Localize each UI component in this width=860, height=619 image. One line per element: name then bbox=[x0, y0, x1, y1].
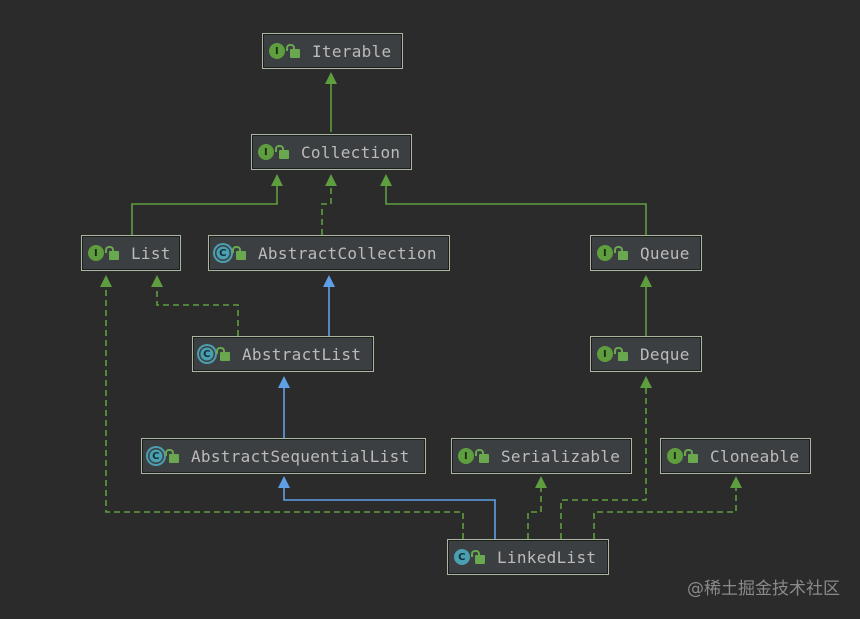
arrowhead-serializable bbox=[535, 476, 547, 488]
node-deque[interactable]: I Deque bbox=[590, 336, 702, 372]
arrowhead-list-a bbox=[100, 275, 112, 287]
watermark: @稀土掘金技术社区 bbox=[687, 579, 840, 599]
node-abstract-sequential-list[interactable]: C AbstractSequentialList bbox=[141, 438, 426, 474]
node-label: Deque bbox=[640, 344, 690, 364]
arrowhead-collection-right bbox=[380, 174, 392, 186]
arrowhead-deque bbox=[640, 376, 652, 388]
interface-icon: I bbox=[269, 43, 285, 59]
arrowhead-abstractlist bbox=[278, 376, 290, 388]
edge-abstractcollection-collection bbox=[321, 186, 332, 235]
node-abstract-collection[interactable]: C AbstractCollection bbox=[208, 235, 450, 271]
node-list[interactable]: I List bbox=[81, 235, 181, 271]
lock-icon bbox=[614, 346, 628, 361]
arrowhead-asl bbox=[278, 476, 290, 488]
interface-icon: I bbox=[258, 144, 274, 160]
interface-icon: I bbox=[88, 245, 104, 261]
arrowhead-cloneable bbox=[730, 476, 742, 488]
interface-icon: I bbox=[667, 448, 683, 464]
edge-abstractlist-list bbox=[156, 287, 239, 336]
arrowhead-abstractcollection bbox=[323, 275, 335, 287]
abstract-class-icon: C bbox=[215, 245, 231, 261]
edge-linkedlist-deque bbox=[560, 388, 647, 539]
class-icon: C bbox=[454, 549, 470, 565]
arrowhead-list-b bbox=[151, 275, 163, 287]
lock-icon bbox=[475, 448, 489, 463]
lock-icon bbox=[286, 43, 300, 58]
node-label: Serializable bbox=[501, 446, 621, 466]
interface-icon: I bbox=[597, 346, 613, 362]
lock-icon bbox=[165, 448, 179, 463]
node-queue[interactable]: I Queue bbox=[590, 235, 702, 271]
edge-linkedlist-list bbox=[105, 287, 464, 539]
abstract-class-icon: C bbox=[148, 448, 164, 464]
node-linked-list[interactable]: C LinkedList bbox=[447, 539, 609, 575]
lock-icon bbox=[216, 346, 230, 361]
arrowhead-collection-left bbox=[271, 174, 283, 186]
edge-linkedlist-serializable bbox=[527, 488, 542, 539]
arrowhead-queue bbox=[640, 275, 652, 287]
edge-list-collection bbox=[131, 186, 278, 235]
node-label: List bbox=[131, 243, 171, 263]
lock-icon bbox=[684, 448, 698, 463]
node-serializable[interactable]: I Serializable bbox=[451, 438, 632, 474]
node-cloneable[interactable]: I Cloneable bbox=[660, 438, 811, 474]
node-collection[interactable]: I Collection bbox=[251, 134, 412, 170]
node-label: Iterable bbox=[312, 41, 392, 61]
node-abstract-list[interactable]: C AbstractList bbox=[192, 336, 374, 372]
lock-icon bbox=[275, 144, 289, 159]
interface-icon: I bbox=[597, 245, 613, 261]
interface-icon: I bbox=[458, 448, 474, 464]
node-label: Queue bbox=[640, 243, 690, 263]
arrowhead-iterable bbox=[325, 72, 337, 84]
node-label: LinkedList bbox=[497, 547, 597, 567]
arrowhead-collection-mid bbox=[325, 174, 337, 186]
node-label: Cloneable bbox=[710, 446, 800, 466]
lock-icon bbox=[105, 245, 119, 260]
lock-icon bbox=[471, 549, 485, 564]
edge-linkedlist-asl bbox=[283, 488, 496, 539]
lock-icon bbox=[232, 245, 246, 260]
lock-icon bbox=[614, 245, 628, 260]
node-iterable[interactable]: I Iterable bbox=[262, 33, 403, 69]
edge-linkedlist-cloneable bbox=[593, 488, 737, 539]
node-label: Collection bbox=[301, 142, 401, 162]
edge-queue-collection bbox=[385, 186, 647, 235]
abstract-class-icon: C bbox=[199, 346, 215, 362]
node-label: AbstractList bbox=[242, 344, 362, 364]
node-label: AbstractCollection bbox=[258, 243, 437, 263]
node-label: AbstractSequentialList bbox=[191, 446, 410, 466]
